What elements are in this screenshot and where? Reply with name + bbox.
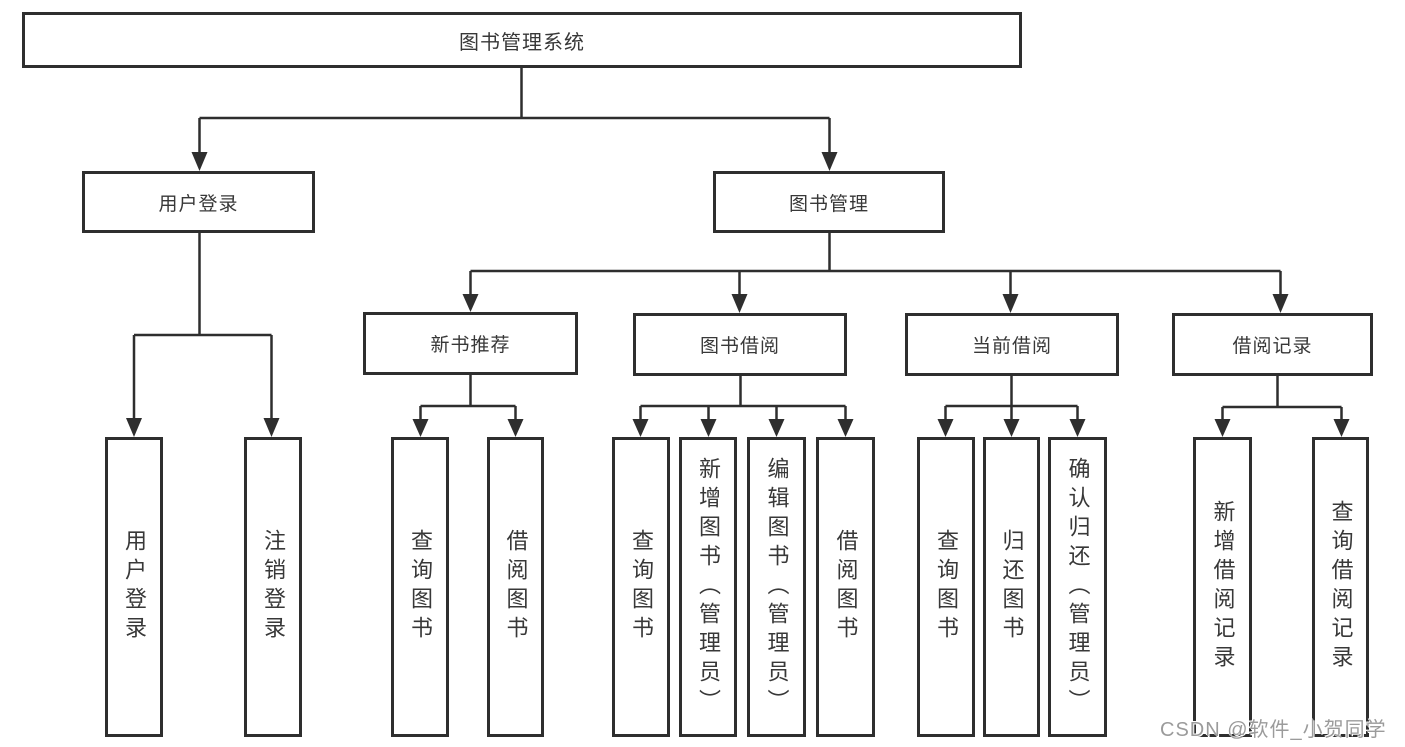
node-user-login: 用户登录 bbox=[82, 171, 315, 233]
node-borrowing-records-label: 借阅记录 bbox=[1232, 336, 1313, 357]
leaf-add-books-admin-label: 新增图书（管理员） bbox=[696, 456, 721, 718]
node-borrowing-records: 借阅记录 bbox=[1172, 313, 1373, 376]
leaf-return-books: 归还图书 bbox=[983, 437, 1040, 737]
leaf-confirm-return-admin: 确认归还（管理员） bbox=[1048, 437, 1107, 737]
connector-borrowing-records-to-leaves bbox=[1214, 376, 1350, 437]
leaf-query-books-label: 查询图书 bbox=[629, 529, 654, 645]
leaf-query-borrow-record: 查询借阅记录 bbox=[1312, 437, 1369, 737]
leaf-logout-label: 注销登录 bbox=[261, 529, 286, 645]
node-book-borrowing-label: 图书借阅 bbox=[699, 336, 780, 357]
node-book-management: 图书管理 bbox=[713, 171, 945, 233]
node-root: 图书管理系统 bbox=[22, 12, 1022, 68]
node-new-book-recommend: 新书推荐 bbox=[363, 312, 578, 375]
connector-book-borrowing-to-leaves bbox=[632, 376, 854, 437]
leaf-borrow-books-under-borrowing: 借阅图书 bbox=[816, 437, 875, 737]
leaf-add-borrow-record: 新增借阅记录 bbox=[1193, 437, 1252, 737]
node-user-login-label: 用户登录 bbox=[158, 193, 239, 215]
leaf-query-books-label: 查询图书 bbox=[408, 529, 433, 645]
connector-new-book-recommend-to-leaves bbox=[412, 375, 524, 437]
leaf-query-books-label: 查询图书 bbox=[934, 529, 959, 645]
leaf-query-books-under-current: 查询图书 bbox=[917, 437, 975, 737]
leaf-edit-books-admin: 编辑图书（管理员） bbox=[747, 437, 806, 737]
leaf-query-books-under-recommend: 查询图书 bbox=[391, 437, 449, 737]
leaf-confirm-return-admin-label: 确认归还（管理员） bbox=[1065, 456, 1091, 718]
leaf-return-books-label: 归还图书 bbox=[999, 529, 1025, 645]
csdn-watermark: CSDN @软件_小贺同学 bbox=[1160, 719, 1387, 741]
node-current-borrowing-label: 当前借阅 bbox=[971, 336, 1052, 357]
leaf-add-borrow-record-label: 新增借阅记录 bbox=[1210, 500, 1236, 674]
node-book-borrowing: 图书借阅 bbox=[633, 313, 847, 376]
node-book-management-label: 图书管理 bbox=[788, 193, 869, 215]
leaf-user-login-label: 用户登录 bbox=[122, 529, 147, 645]
leaf-borrow-books-label: 借阅图书 bbox=[833, 529, 859, 645]
node-new-book-recommend-label: 新书推荐 bbox=[430, 335, 511, 356]
connector-current-borrowing-to-leaves bbox=[937, 376, 1086, 437]
leaf-query-books-under-borrowing: 查询图书 bbox=[612, 437, 670, 737]
leaf-user-login: 用户登录 bbox=[105, 437, 163, 737]
node-root-label: 图书管理系统 bbox=[459, 31, 585, 54]
leaf-logout: 注销登录 bbox=[244, 437, 302, 737]
leaf-query-borrow-record-label: 查询借阅记录 bbox=[1328, 500, 1354, 674]
connector-root-to-level2 bbox=[191, 68, 838, 171]
connector-user-login-to-leaves bbox=[126, 233, 280, 437]
leaf-edit-books-admin-label: 编辑图书（管理员） bbox=[764, 456, 790, 718]
leaf-borrow-books-under-recommend: 借阅图书 bbox=[487, 437, 544, 737]
leaf-borrow-books-label: 借阅图书 bbox=[503, 529, 529, 645]
leaf-add-books-admin: 新增图书（管理员） bbox=[679, 437, 737, 737]
node-current-borrowing: 当前借阅 bbox=[905, 313, 1119, 376]
connector-book-management-to-level3 bbox=[462, 233, 1289, 313]
